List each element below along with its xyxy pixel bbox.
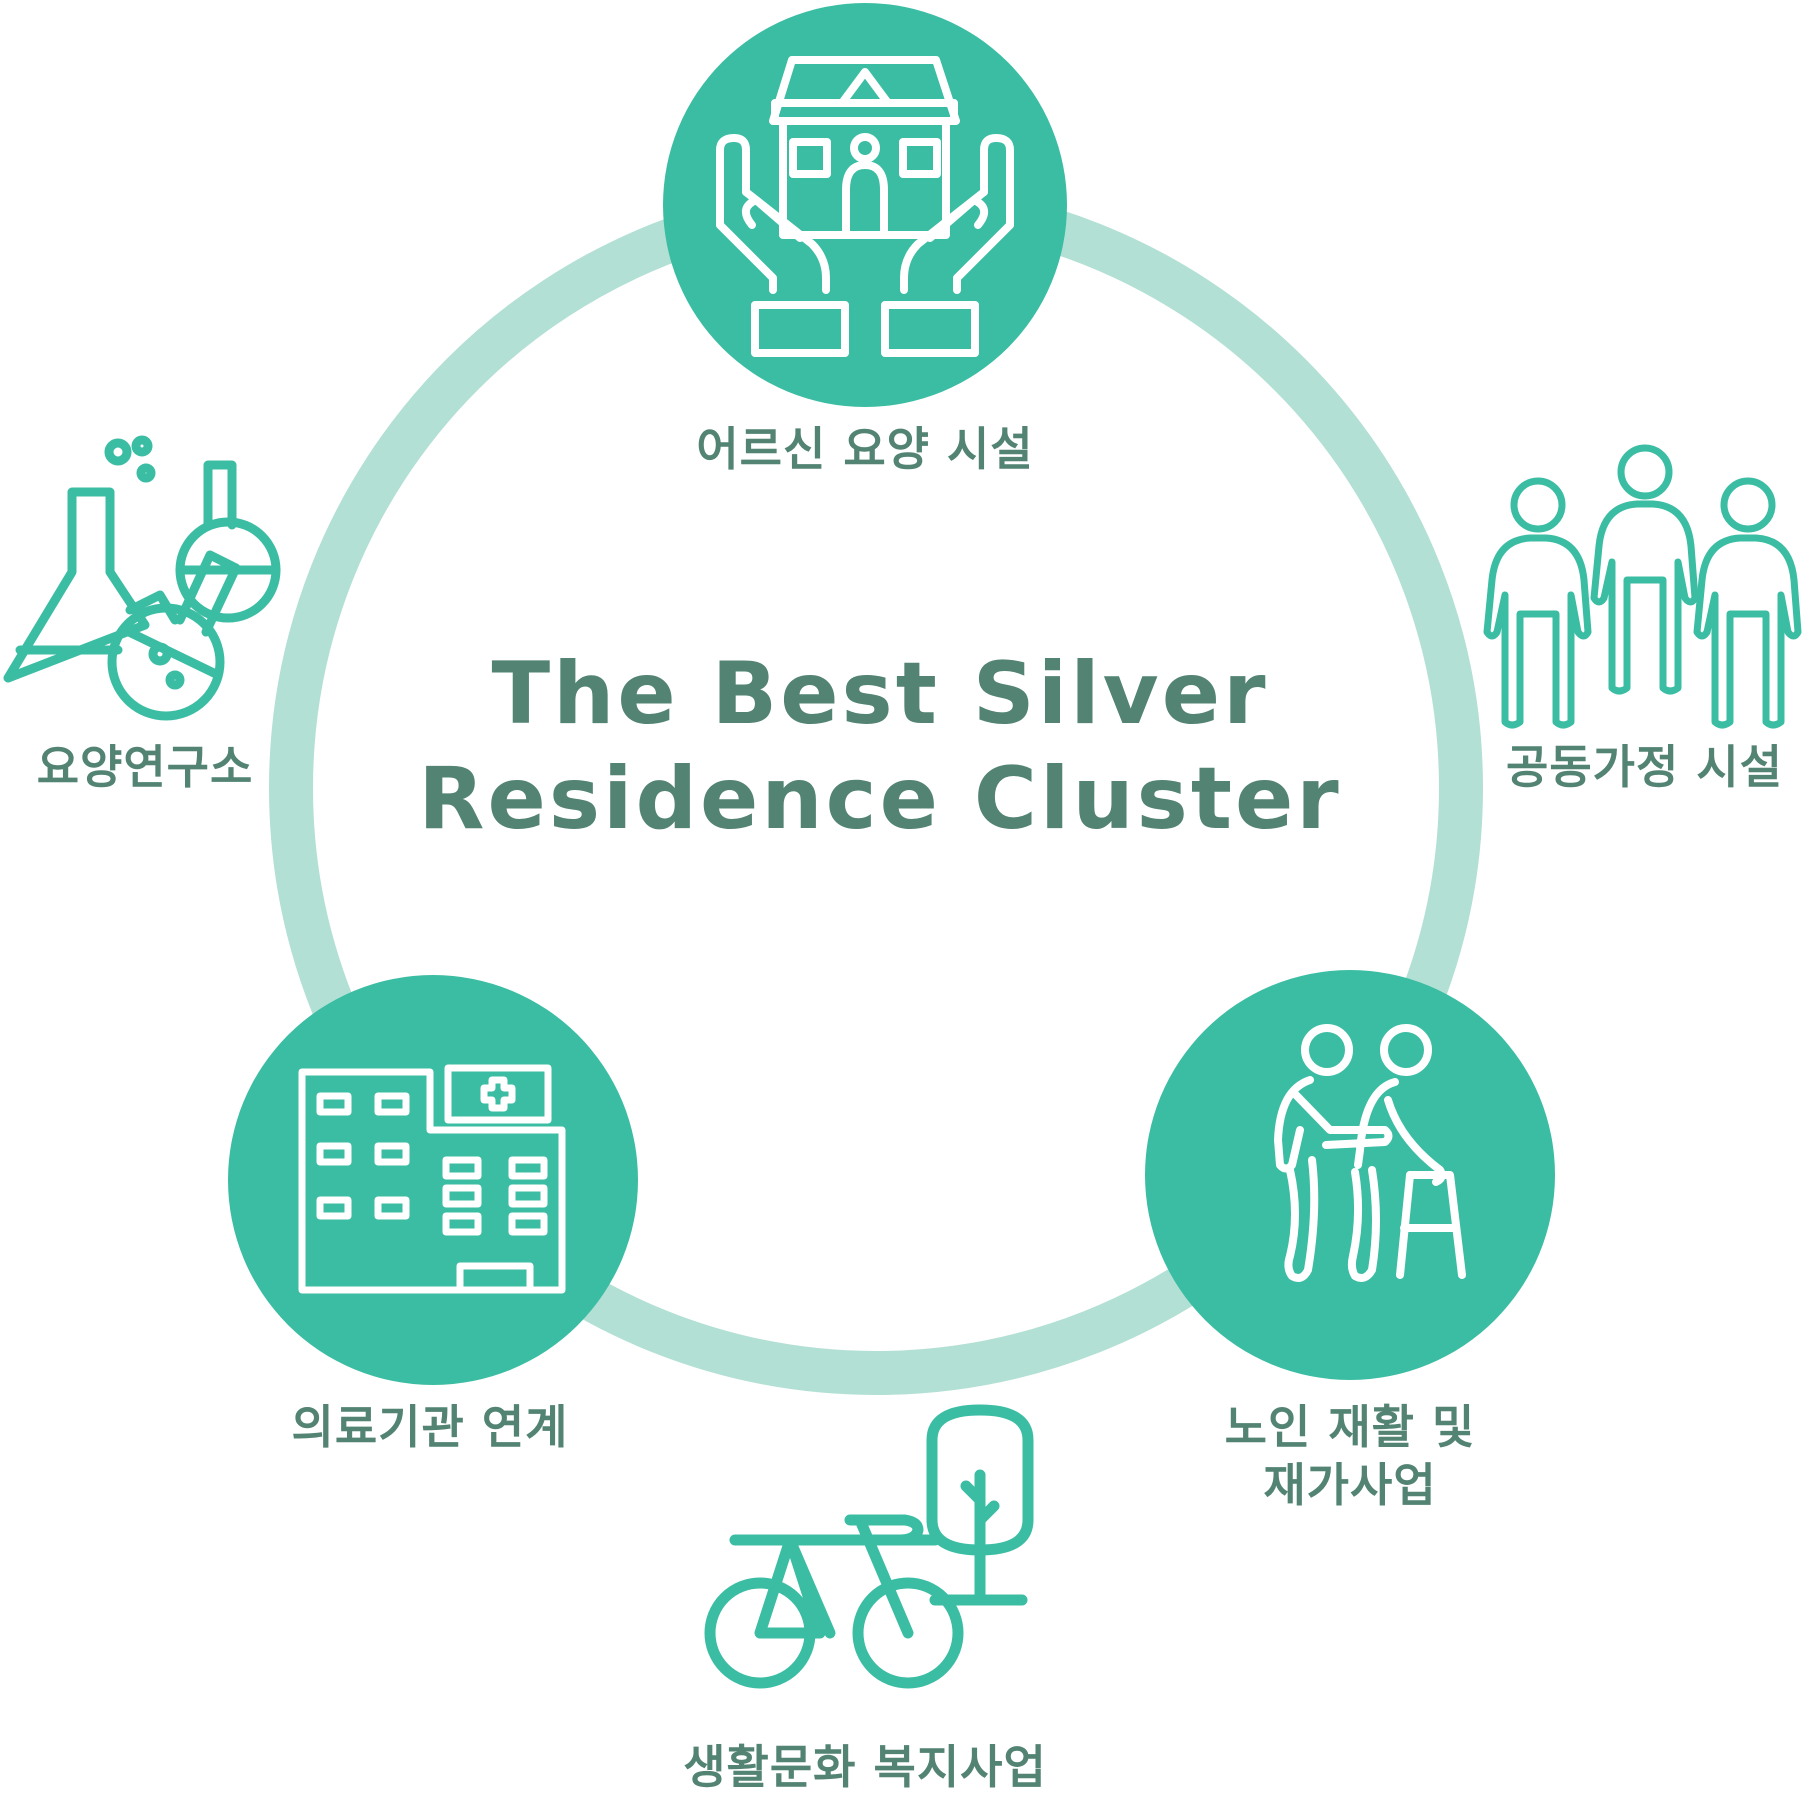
label-medical-link: 의료기관 연계: [291, 1400, 569, 1454]
lab-flasks-icon: [3, 435, 281, 721]
label-rehab-line-1: 노인 재활 및: [1224, 1400, 1476, 1454]
house-in-hands-icon: [716, 56, 1014, 357]
label-culture-welfare: 생활문화 복지사업: [683, 1740, 1047, 1794]
node-rehab: [1145, 970, 1555, 1380]
label-group-home: 공동가정 시설: [1506, 740, 1783, 794]
elderly-walker-icon: [1274, 1024, 1466, 1282]
three-people-icon: [1483, 444, 1802, 729]
node-elderly-care: [663, 3, 1067, 407]
hospital-building-icon: [298, 1064, 566, 1294]
title-line-1: The Best Silver: [491, 644, 1269, 744]
node-circle: [1145, 970, 1555, 1380]
label-research-lab: 요양연구소: [36, 740, 254, 794]
node-medical: [228, 975, 638, 1385]
bicycle-tree-icon: [704, 1404, 1034, 1689]
node-circle: [228, 975, 638, 1385]
label-elderly-care: 어르신 요양 시설: [696, 422, 1034, 476]
title-line-2: Residence Cluster: [418, 749, 1342, 849]
label-rehab-line-2: 재가사업: [1263, 1458, 1437, 1512]
